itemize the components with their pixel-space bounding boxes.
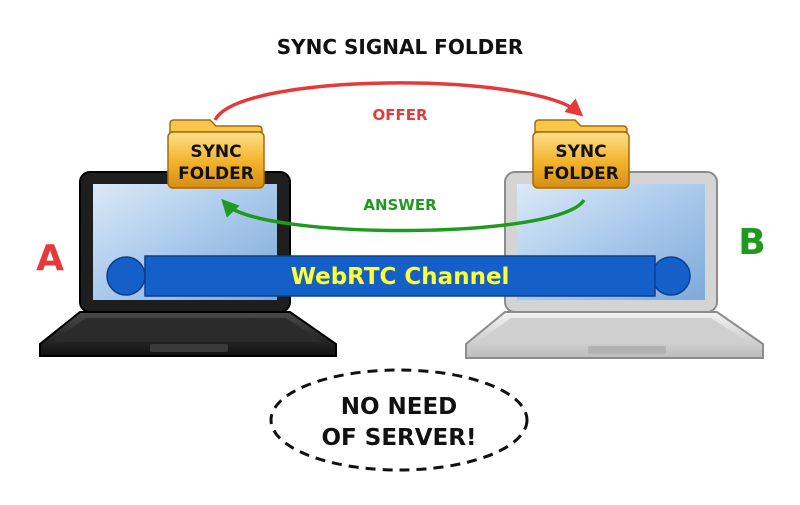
- folder-icon: [169, 119, 263, 133]
- folder-b-line1: SYNC: [555, 142, 606, 162]
- webrtc-channel: WebRTC Channel: [106, 255, 691, 297]
- folder-icon: [534, 119, 628, 133]
- folder-a-line2: FOLDER: [178, 164, 254, 184]
- answer-arrow: [221, 198, 586, 233]
- no-server-note: NO NEED OF SERVER!: [269, 368, 529, 472]
- note-line1: NO NEED: [341, 394, 458, 420]
- channel-label: WebRTC Channel: [291, 264, 510, 290]
- offer-arrow: [213, 81, 584, 121]
- sync-folder-a: SYNC FOLDER: [167, 119, 265, 189]
- answer-label: ANSWER: [363, 196, 437, 214]
- peer-a-label: A: [36, 238, 64, 279]
- folder-a-line1: SYNC: [190, 142, 241, 162]
- channel-endpoint-a: [106, 256, 146, 296]
- offer-label: OFFER: [372, 106, 427, 124]
- folder-b-line2: FOLDER: [543, 164, 619, 184]
- note-line2: OF SERVER!: [322, 425, 477, 451]
- peer-b-label: B: [738, 222, 765, 263]
- sync-folder-b: SYNC FOLDER: [532, 119, 630, 189]
- diagram-title: SYNC SIGNAL FOLDER: [277, 35, 524, 59]
- channel-endpoint-b: [651, 256, 691, 296]
